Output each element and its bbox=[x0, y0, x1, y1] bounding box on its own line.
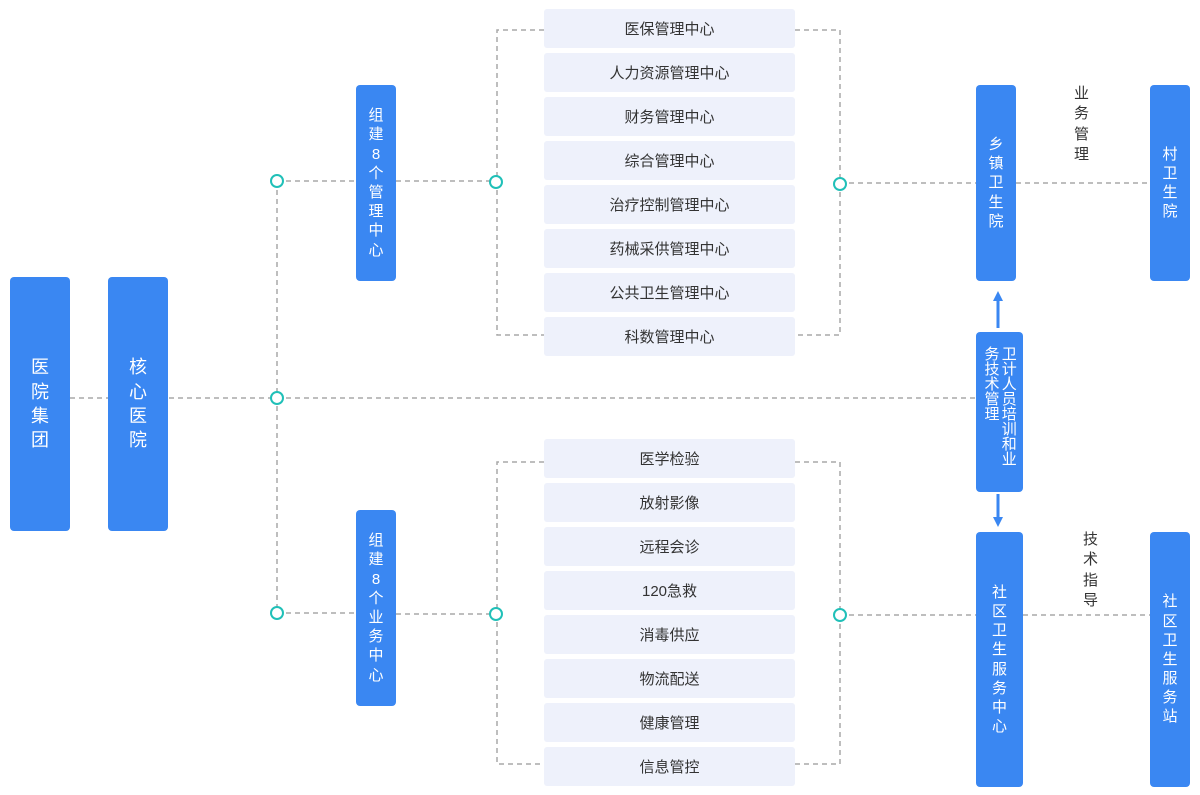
mgmt-right-bracket bbox=[795, 29, 841, 336]
biz-right-bracket bbox=[795, 461, 841, 765]
community-station-box: 社区卫生服务站 bbox=[1150, 532, 1190, 787]
mgmt-left-bracket bbox=[496, 29, 544, 336]
community-station-label: 社区卫生服务站 bbox=[1162, 593, 1178, 726]
management-center-item: 医保管理中心 bbox=[544, 9, 795, 48]
management-center-item: 综合管理中心 bbox=[544, 141, 795, 180]
business-center-item: 物流配送 bbox=[544, 659, 795, 698]
management-hub-box: 组建8个管理中心 bbox=[356, 85, 396, 281]
business-management-label: 业务管理 bbox=[1074, 85, 1090, 163]
management-center-item: 药械采供管理中心 bbox=[544, 229, 795, 268]
management-hub-label: 组建8个管理中心 bbox=[368, 107, 384, 259]
township-hospital-label: 乡镇卫生院 bbox=[988, 136, 1004, 230]
junction-node bbox=[489, 607, 503, 621]
junction-node bbox=[833, 177, 847, 191]
hospital-group-box: 医院集团 bbox=[10, 277, 70, 531]
junction-node bbox=[489, 175, 503, 189]
junction-node bbox=[833, 608, 847, 622]
business-center-item: 消毒供应 bbox=[544, 615, 795, 654]
hospital-group-label: 医院集团 bbox=[31, 357, 49, 451]
management-center-item: 公共卫生管理中心 bbox=[544, 273, 795, 312]
management-center-item: 科数管理中心 bbox=[544, 317, 795, 356]
training-box: 卫计人员培训和业务技术管理 bbox=[976, 332, 1023, 492]
management-center-item: 人力资源管理中心 bbox=[544, 53, 795, 92]
junction-node bbox=[270, 174, 284, 188]
business-center-item: 120急救 bbox=[544, 571, 795, 610]
junction-node bbox=[270, 606, 284, 620]
technical-guidance-label: 技术指导 bbox=[1083, 531, 1099, 609]
community-center-label: 社区卫生服务中心 bbox=[992, 583, 1008, 736]
core-hospital-box: 核心医院 bbox=[108, 277, 168, 531]
township-hospital-box: 乡镇卫生院 bbox=[976, 85, 1016, 281]
biz-left-bracket bbox=[496, 461, 544, 765]
core-hospital-label: 核心医院 bbox=[129, 357, 147, 451]
village-clinic-box: 村卫生院 bbox=[1150, 85, 1190, 281]
junction-node bbox=[270, 391, 284, 405]
training-label: 卫计人员培训和业务技术管理 bbox=[982, 346, 1017, 466]
business-center-item: 远程会诊 bbox=[544, 527, 795, 566]
business-hub-label: 组建8个业务中心 bbox=[368, 532, 384, 684]
management-center-item: 财务管理中心 bbox=[544, 97, 795, 136]
business-center-item: 健康管理 bbox=[544, 703, 795, 742]
business-hub-box: 组建8个业务中心 bbox=[356, 510, 396, 706]
community-center-box: 社区卫生服务中心 bbox=[976, 532, 1023, 787]
business-center-item: 放射影像 bbox=[544, 483, 795, 522]
village-clinic-label: 村卫生院 bbox=[1162, 145, 1178, 221]
management-center-item: 治疗控制管理中心 bbox=[544, 185, 795, 224]
business-center-item: 信息管控 bbox=[544, 747, 795, 786]
business-center-item: 医学检验 bbox=[544, 439, 795, 478]
